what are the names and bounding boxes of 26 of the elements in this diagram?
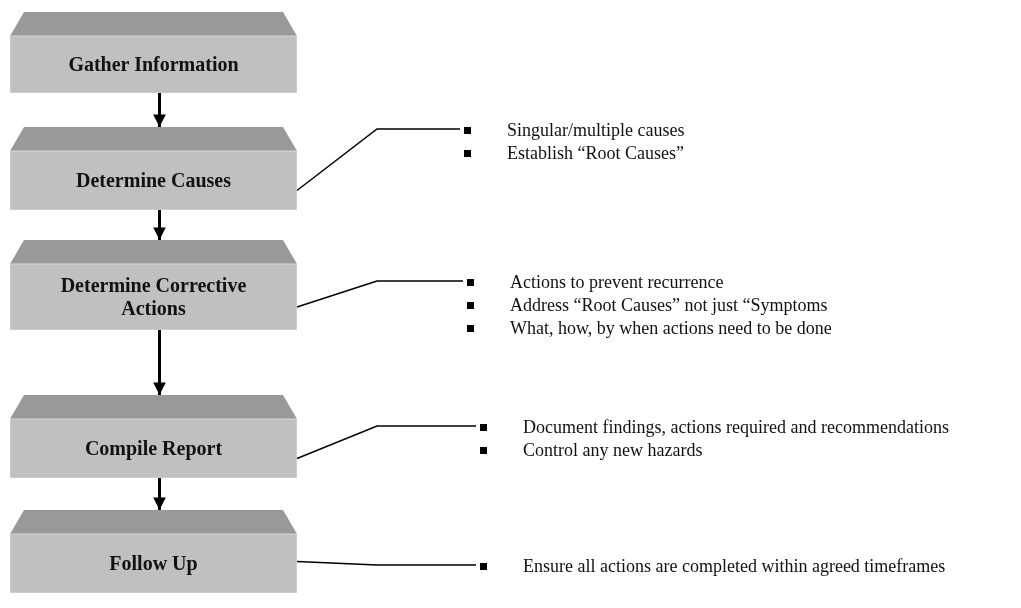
process-box: [10, 510, 297, 593]
leader-line: [296, 425, 477, 460]
bullet-text: What, how, by when actions need to be done: [510, 317, 832, 339]
process-box: [10, 395, 297, 478]
bullet-text: Actions to prevent recurrence: [510, 271, 724, 293]
process-box: [10, 127, 297, 210]
process-box: [10, 240, 297, 330]
leader-line: [296, 560, 477, 566]
bullet-text: Control any new hazards: [523, 439, 703, 461]
arrow: [153, 330, 166, 395]
bullet-text: Address “Root Causes” not just “Symptoms: [510, 294, 828, 316]
step-label: Gather Information: [68, 53, 239, 76]
leader-line: [296, 280, 464, 308]
step-label: Compile Report: [84, 437, 223, 460]
step-label: Determine Causes: [76, 169, 231, 192]
bullet-text: Ensure all actions are completed within agreed timeframes: [523, 555, 946, 577]
bullet-text: Singular/multiple causes: [507, 119, 685, 141]
arrow: [153, 210, 166, 240]
arrow: [153, 478, 166, 510]
step-label: Determine Corrective Actions: [59, 274, 248, 320]
process-box: [10, 12, 297, 93]
leader-line: [296, 128, 461, 192]
step-label: Follow Up: [109, 552, 198, 575]
bullet-text: Document findings, actions required and recommendations: [523, 416, 949, 438]
bullet-text: Establish “Root Causes”: [507, 142, 684, 164]
arrow: [153, 93, 166, 127]
